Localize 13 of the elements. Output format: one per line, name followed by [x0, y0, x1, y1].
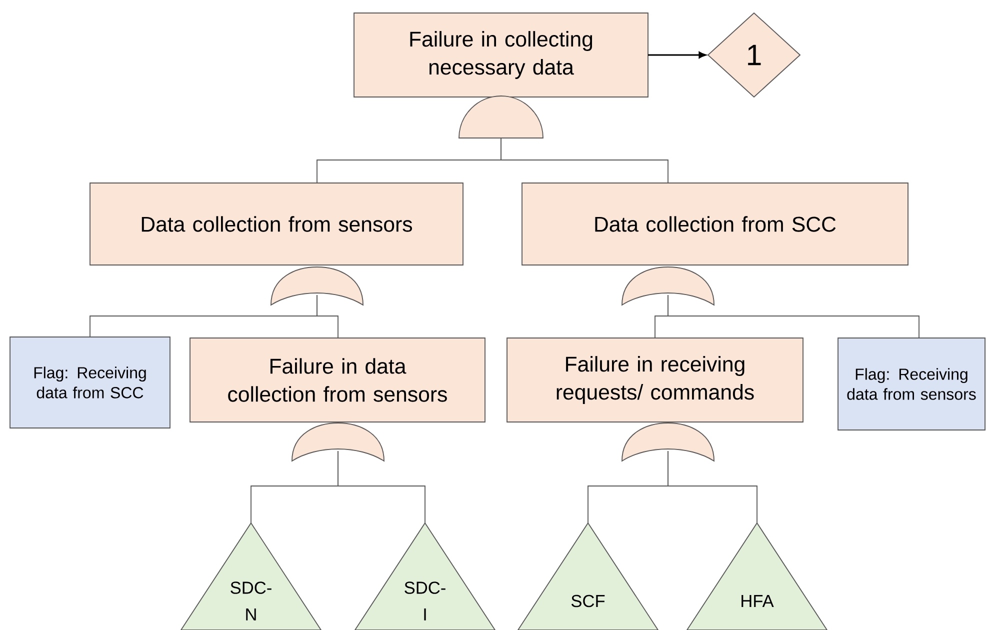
tree-connector	[668, 294, 920, 338]
or-gate	[270, 266, 364, 306]
or-gate	[622, 422, 714, 462]
flag-box: Flag: Receiving data from sensors	[838, 338, 986, 430]
tree-connector	[668, 450, 758, 524]
flag-box: Flag: Receiving data from SCC	[10, 336, 170, 428]
tree-connector	[316, 294, 338, 338]
tree-connector	[338, 450, 426, 524]
or-gate	[292, 422, 384, 462]
or-gate	[622, 266, 714, 306]
and-gate	[458, 96, 544, 138]
arrow	[648, 52, 706, 58]
tree-connector	[500, 138, 668, 184]
